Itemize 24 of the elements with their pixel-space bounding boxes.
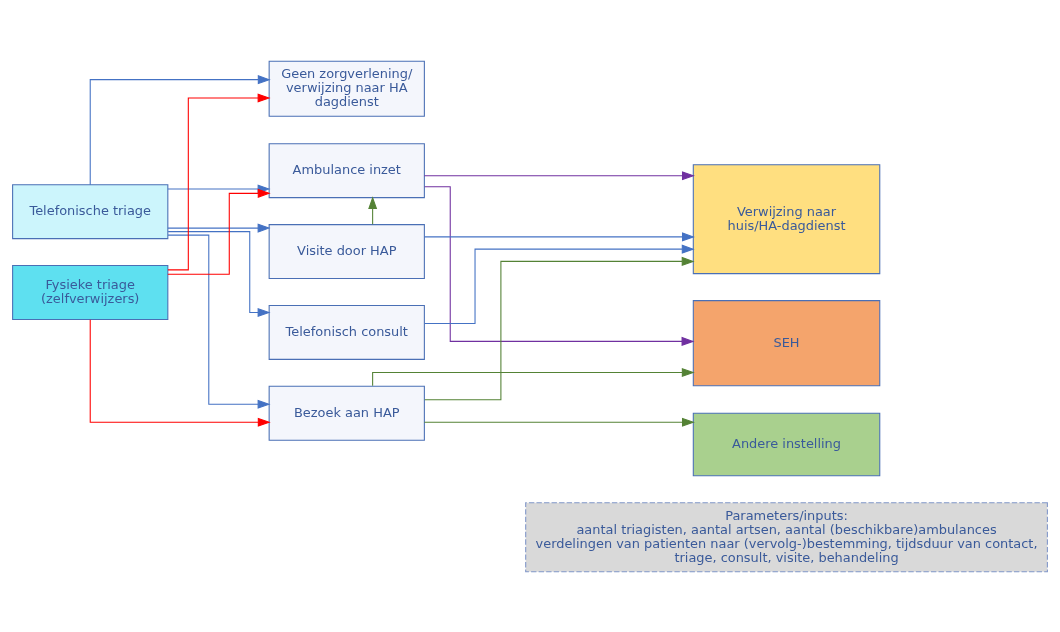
arrow xyxy=(424,256,695,400)
node-box: Visite door HAP xyxy=(268,223,425,279)
arrow xyxy=(423,170,695,180)
node-box: SEH xyxy=(692,299,881,386)
arrow xyxy=(167,230,271,317)
node-box: Verwijzing naar huis/HA-dagdienst xyxy=(692,163,881,274)
arrow xyxy=(423,417,695,427)
arrow xyxy=(89,74,271,185)
node-box: Andere instelling xyxy=(692,412,881,476)
node-box: Telefonische triage xyxy=(12,183,169,239)
node-box: Parameters/inputs: aantal triagisten, aantal artsen, aantal (beschikbare)ambulances verdelingen van patienten naar (vervolg-)bestemming, tijdsduur van contact, triage, consult, visite, behandeling xyxy=(525,501,1048,572)
node-box: Bezoek aan HAP xyxy=(268,385,425,441)
arrow xyxy=(167,188,271,275)
node-box: Fysieke triage (zelfverwijzers) xyxy=(12,264,169,320)
arrow xyxy=(372,367,695,386)
node-box: Ambulance inzet xyxy=(268,142,425,198)
arrow xyxy=(424,244,695,324)
arrow xyxy=(423,231,695,241)
arrow xyxy=(89,318,271,427)
arrow xyxy=(167,223,271,233)
node-box: Geen zorgverlening/ verwijzing naar HA dagdienst xyxy=(268,60,425,117)
node-box: Telefonisch consult xyxy=(268,304,425,360)
arrow xyxy=(167,234,271,409)
arrow xyxy=(424,185,695,346)
